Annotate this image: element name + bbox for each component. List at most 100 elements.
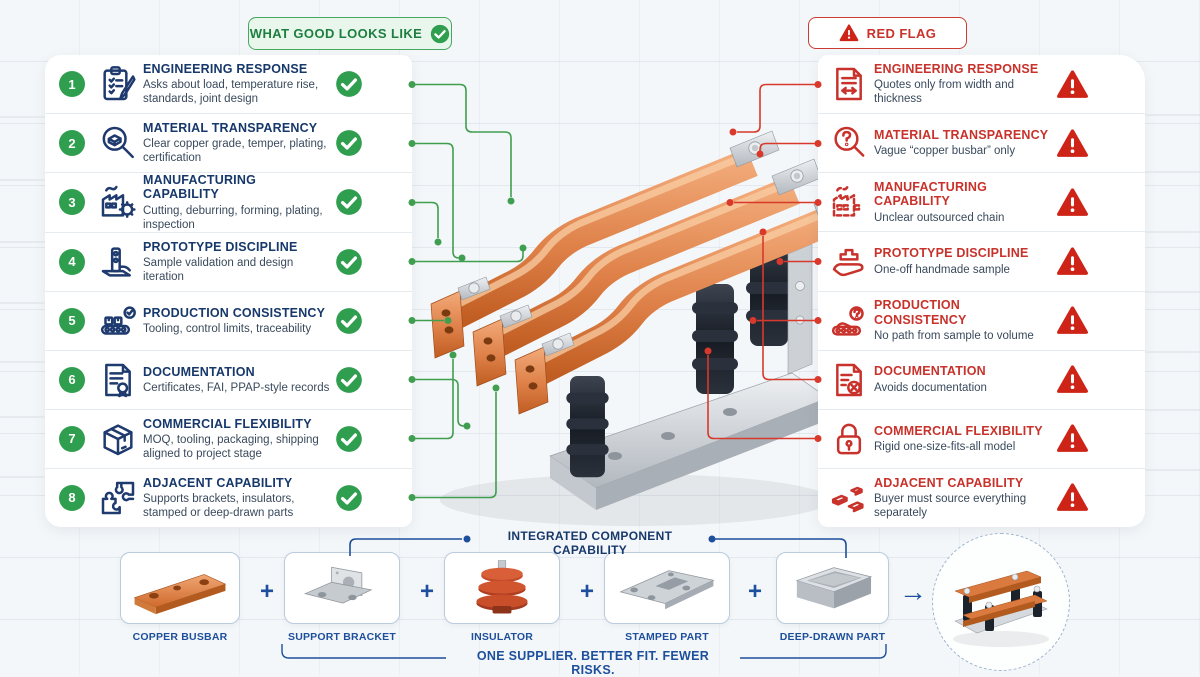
row-title: MATERIAL TRANSPARENCY: [143, 120, 318, 135]
document-x-icon: [824, 360, 874, 400]
part-card-support-bracket: SUPPORT BRACKET: [284, 552, 400, 643]
plus-sign: +: [419, 578, 434, 605]
row-desc: MOQ, tooling, packaging, shipping aligne…: [143, 434, 319, 461]
integrated-capability-title: INTEGRATED COMPONENT CAPABILITY: [507, 529, 673, 557]
step-number-badge: 2: [59, 130, 85, 157]
row-title: PRODUCTION CONSISTENCY: [874, 298, 967, 327]
insulator-front: [566, 376, 609, 478]
arrow-right: →: [899, 576, 927, 607]
row-desc: Rigid one-size-fits-all model: [874, 440, 1016, 453]
step-number-badge: 1: [59, 71, 85, 98]
conveyor-check-icon: [93, 301, 143, 341]
step-number-badge: 3: [59, 189, 85, 216]
row-desc: Certificates, FAI, PPAP-style records: [143, 382, 330, 395]
row-title: DOCUMENTATION: [143, 364, 255, 379]
assembly-shadow: [440, 474, 830, 526]
step-number-badge: 6: [59, 366, 85, 393]
prototype-part-icon: [93, 242, 143, 282]
row-title: ADJACENT CAPABILITY: [874, 475, 1024, 490]
row-title: MANUFACTURING CAPABILITY: [874, 179, 988, 209]
row-title: MATERIAL TRANSPARENCY: [874, 127, 1049, 142]
final-assembly-circle: [932, 533, 1070, 671]
plus-sign: +: [579, 578, 594, 605]
row-title: COMMERCIAL FLEXIBILITY: [143, 416, 312, 431]
row-title: PROTOTYPE DISCIPLINE: [143, 239, 298, 254]
scattered-parts-icon: [824, 478, 874, 518]
row-desc: Quotes only from width and thickness: [874, 79, 1014, 106]
check-icon: [336, 367, 362, 393]
certificate-document-icon: [93, 360, 143, 400]
check-icon: [336, 426, 362, 452]
part-label: SUPPORT BRACKET: [287, 631, 396, 643]
check-icon: [336, 130, 362, 156]
red-row-documentation: DOCUMENTATION Avoids documentation: [818, 351, 1145, 410]
warning-triangle-icon: [839, 24, 859, 42]
warning-triangle-icon: [1057, 424, 1088, 453]
row-desc: Unclear outsourced chain: [874, 211, 1005, 224]
row-desc: Avoids documentation: [874, 381, 987, 394]
warning-triangle-icon: [1057, 129, 1088, 157]
good-row-material-transparency: 2 MATERIAL TRANSPARENCY Clear copper gra…: [45, 114, 412, 174]
red-badge-label: RED FLAG: [866, 25, 937, 41]
warning-triangle-icon: [1057, 188, 1088, 216]
row-title: ENGINEERING RESPONSE: [143, 61, 308, 76]
red-row-adjacent-capability: ADJACENT CAPABILITY Buyer must source ev…: [818, 469, 1145, 527]
red-panel: ENGINEERING RESPONSE Quotes only from wi…: [818, 55, 1145, 527]
row-title: ENGINEERING RESPONSE: [874, 61, 1039, 76]
row-title: PRODUCTION CONSISTENCY: [143, 305, 326, 320]
red-row-production-consistency: PRODUCTION CONSISTENCY No path from samp…: [818, 292, 1145, 351]
row-desc: Supports brackets, insulators, stamped o…: [143, 493, 295, 520]
part-label: INSULATOR: [470, 631, 534, 643]
magnifier-question-icon: [824, 123, 874, 163]
good-row-production-consistency: 5 PRODUCTION CONSISTENCY Tooling, contro…: [45, 292, 412, 351]
warning-triangle-icon: [1057, 365, 1088, 394]
part-card-deep-drawn-part: DEEP-DRAWN PART: [776, 552, 889, 643]
red-row-commercial-flexibility: COMMERCIAL FLEXIBILITY Rigid one-size-fi…: [818, 410, 1145, 469]
row-desc: Vague “copper busbar” only: [874, 145, 1016, 158]
good-panel: 1 ENGINEERING RESPONSE Asks about load, …: [45, 55, 412, 527]
red-row-manufacturing-capability: MANUFACTURING CAPABILITY Unclear outsour…: [818, 173, 1145, 233]
warning-triangle-icon: [1057, 69, 1088, 98]
busbar-assembly-image: [400, 58, 830, 526]
insulator-image: [476, 560, 528, 614]
warning-triangle-icon: [1057, 306, 1088, 334]
red-flag-badge: RED FLAG: [808, 17, 967, 49]
red-row-engineering-response: ENGINEERING RESPONSE Quotes only from wi…: [818, 55, 1145, 115]
warning-triangle-icon: [1057, 247, 1088, 275]
row-desc: Tooling, control limits, traceability: [143, 323, 312, 336]
factory-gear-icon: [93, 182, 143, 222]
magnifier-material-icon: [93, 123, 143, 163]
deep-drawn-part-image: [795, 567, 872, 609]
plus-sign: +: [259, 578, 274, 605]
step-number-badge: 4: [59, 248, 85, 275]
row-desc: Clear copper grade, temper, plating, cer…: [143, 138, 327, 165]
row-desc: Cutting, deburring, forming, plating, in…: [143, 204, 323, 231]
red-row-prototype-discipline: PROTOTYPE DISCIPLINE One-off handmade sa…: [818, 232, 1145, 292]
check-icon: [336, 308, 362, 334]
clipboard-checklist-icon: [93, 64, 143, 104]
part-label: COPPER BUSBAR: [132, 631, 228, 643]
check-icon: [431, 24, 450, 43]
document-width-arrow-icon: [824, 64, 874, 104]
insulator-mid: [692, 284, 738, 394]
part-card-stamped-part: STAMPED PART: [604, 552, 730, 643]
good-row-adjacent-capability: 8 ADJACENT CAPABILITY Supports brackets,…: [45, 469, 412, 527]
good-row-prototype-discipline: 4 PROTOTYPE DISCIPLINE Sample validation…: [45, 233, 412, 292]
row-desc: One-off handmade sample: [874, 263, 1010, 276]
package-box-icon: [93, 419, 143, 459]
check-icon: [336, 249, 362, 275]
check-icon: [336, 189, 362, 216]
final-assembly-image: [953, 570, 1049, 647]
row-desc: No path from sample to volume: [874, 329, 1034, 342]
step-number-badge: 5: [59, 307, 85, 334]
row-desc: Sample validation and design iteration: [143, 257, 294, 284]
row-title: PROTOTYPE DISCIPLINE: [874, 246, 1029, 261]
row-title: DOCUMENTATION: [874, 364, 986, 379]
row-title: ADJACENT CAPABILITY: [143, 475, 293, 490]
hand-sample-icon: [824, 241, 874, 281]
part-card-insulator: INSULATOR: [444, 552, 560, 643]
good-row-engineering-response: 1 ENGINEERING RESPONSE Asks about load, …: [45, 55, 412, 115]
copper-busbar-image: [133, 574, 227, 615]
red-row-material-transparency: MATERIAL TRANSPARENCY Vague “copper busb…: [818, 114, 1145, 174]
